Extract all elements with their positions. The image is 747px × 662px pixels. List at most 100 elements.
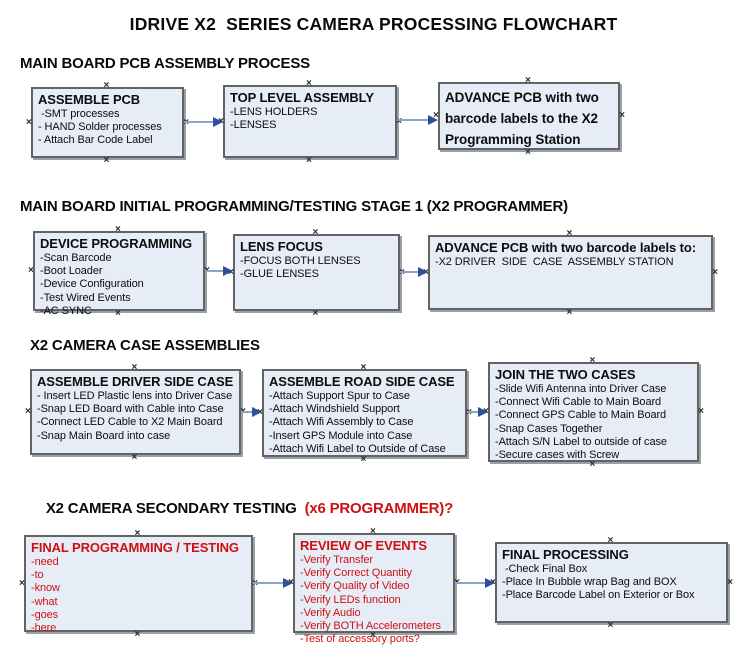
- box-items: -Check Final Box-Place In Bubble wrap Ba…: [502, 563, 722, 603]
- connector-handle-bottom: ×: [306, 155, 312, 166]
- box-item: -Verify Transfer: [300, 554, 373, 566]
- box-items: -need-to-know-what-goes-here: [31, 556, 247, 635]
- connector-handle-top: ×: [566, 228, 573, 239]
- box-title: JOIN THE TWO CASES: [495, 367, 636, 382]
- box-item: -Snap Cases Together: [495, 422, 603, 435]
- box-item: -Place In Bubble wrap Bag and BOX: [502, 576, 677, 589]
- box-item: -Verify Correct Quantity: [300, 567, 412, 580]
- connector-handle-bottom: ×: [131, 452, 138, 463]
- connector-handle-top: ×: [103, 80, 110, 91]
- box-item: -need: [31, 556, 59, 568]
- section-heading-case-assemblies: X2 CAMERA CASE ASSEMBLIES: [30, 337, 260, 354]
- connector-handle-top: ×: [607, 535, 614, 546]
- connector-handle-top: ×: [589, 355, 596, 366]
- flow-box-lens-focus: LENS FOCUS -FOCUS BOTH LENSES-GLUE LENSE…: [228, 228, 405, 319]
- box-item: -Place Barcode Label on Exterior or Box: [502, 589, 695, 602]
- section-heading-pcb-assembly: MAIN BOARD PCB ASSEMBLY PROCESS: [20, 55, 310, 72]
- heading-text: X2 CAMERA SECONDARY TESTING: [45, 500, 305, 517]
- box-items: -Attach Support Spur to Case-Attach Wind…: [269, 390, 461, 456]
- flow-arrow: [467, 407, 488, 417]
- box-items: -Scan Barcode-Boot Loader-Device Configu…: [40, 252, 199, 318]
- connector-handle-top: ×: [312, 227, 319, 238]
- flow-box-review-of-events: REVIEW OF EVENTS -Verify Transfer-Verify…: [288, 527, 460, 646]
- box-item: -LENSES: [230, 119, 277, 132]
- connector-handle-bottom: ×: [360, 454, 367, 465]
- box-item: -what: [31, 595, 58, 608]
- heading-red-text: (x6 PROGRAMMER)?: [304, 500, 454, 517]
- connector-handle-left: ×: [19, 577, 25, 589]
- box-title: ADVANCE PCB with two barcode labels to:: [435, 240, 696, 255]
- connector-handle-bottom: ×: [607, 620, 614, 631]
- box-item: - Attach Bar Code Label: [38, 134, 153, 147]
- connector-handle-top: ×: [306, 78, 312, 89]
- box-items: -Verify Transfer-Verify Correct Quantity…: [300, 554, 449, 646]
- connector-handle-left: ×: [28, 265, 34, 276]
- flow-box-assemble-pcb: ASSEMBLE PCB -SMT processes- HAND Solder…: [26, 81, 189, 166]
- box-items: -LENS HOLDERS-LENSES: [230, 106, 391, 132]
- box-item: -Attach Windshield Support: [269, 403, 400, 416]
- connector-handle-left: ×: [26, 116, 32, 128]
- connector-handle-bottom: ×: [566, 307, 573, 318]
- box-items: -X2 DRIVER SIDE CASE ASSEMBLY STATION: [435, 256, 707, 269]
- box-item: -know: [31, 582, 60, 595]
- flow-box-join-the-two-cases: JOIN THE TWO CASES -Slide Wifi Antenna i…: [483, 356, 704, 470]
- box-item: -Connect Wifi Cable to Main Board: [495, 396, 662, 409]
- box-items: -Slide Wifi Antenna into Driver Case-Con…: [495, 383, 693, 462]
- box-item: -Scan Barcode: [40, 252, 112, 264]
- connector-handle-top: ×: [115, 224, 121, 235]
- box-item: - HAND Solder processes: [38, 121, 162, 134]
- box-title: REVIEW OF EVENTS: [300, 538, 427, 553]
- box-item: -Attach Wifi Assembly to Case: [269, 416, 414, 429]
- box-item: -Attach Support Spur to Case: [269, 390, 410, 402]
- box-item: -Attach S/N Label to outside of case: [495, 435, 667, 448]
- flow-box-final-programming-testing: FINAL PROGRAMMING / TESTING -need-to-kno…: [19, 529, 258, 640]
- connector-handle-top: ×: [525, 75, 531, 86]
- box-item: -goes: [31, 608, 59, 621]
- box-item: -Secure cases with Screw: [495, 449, 620, 462]
- box-item: -Insert GPS Module into Case: [269, 429, 413, 442]
- box-item: -Snap LED Board with Cable into Case: [37, 403, 224, 416]
- box-item: -Test Wired Events: [40, 291, 131, 304]
- flow-box-assemble-driver-side-case: ASSEMBLE DRIVER SIDE CASE - Insert LED P…: [25, 363, 246, 463]
- box-item: -LENS HOLDERS: [230, 106, 318, 118]
- box-item: -Snap Main Board into case: [37, 429, 171, 442]
- flow-box-final-processing: FINAL PROCESSING -Check Final Box-Place …: [490, 536, 733, 631]
- flow-box-assemble-road-side-case: ASSEMBLE ROAD SIDE CASE -Attach Support …: [257, 363, 472, 465]
- box-item: -Test of accessory ports?: [300, 633, 420, 646]
- page-title: IDRIVE X2 SERIES CAMERA PROCESSING FLOWC…: [129, 14, 618, 34]
- box-item: -Attach Wifi Label to Outside of Case: [269, 442, 446, 455]
- box-item: -Verify Audio: [300, 606, 361, 619]
- box-items: - Insert LED Plastic lens into Driver Ca…: [37, 390, 235, 443]
- box-item: -Verify BOTH Accelerometers: [300, 620, 441, 633]
- flow-box-top-level-assembly: TOP LEVEL ASSEMBLY -LENS HOLDERS-LENSES …: [218, 79, 402, 166]
- box-items: -FOCUS BOTH LENSES-GLUE LENSES: [240, 255, 394, 281]
- connector-handle-bottom: ×: [312, 308, 319, 319]
- box-title: LENS FOCUS: [240, 239, 323, 254]
- connector-handle-top: ×: [131, 362, 138, 373]
- box-item: -AC SYNC: [40, 304, 92, 317]
- box-item: -to: [31, 569, 44, 582]
- box-title: ASSEMBLE PCB: [38, 92, 141, 107]
- flow-arrow: [184, 117, 223, 127]
- box-title: FINAL PROCESSING: [502, 547, 629, 562]
- box-items: -SMT processes- HAND Solder processes- A…: [38, 108, 178, 148]
- box-title: ASSEMBLE ROAD SIDE CASE: [269, 374, 455, 389]
- box-title: DEVICE PROGRAMMING: [40, 236, 193, 251]
- box-title: FINAL PROGRAMMING / TESTING: [31, 540, 239, 555]
- section-heading-secondary-testing: X2 CAMERA SECONDARY TESTING (x6 PROGRAMM…: [30, 483, 453, 534]
- box-item: - Insert LED Plastic lens into Driver Ca…: [37, 390, 233, 402]
- connector-handle-right: ×: [727, 576, 733, 588]
- box-item: -here: [31, 622, 57, 635]
- flow-arrow: [253, 578, 293, 588]
- flow-arrow: [241, 407, 262, 417]
- box-item: -Verify LEDs function: [300, 593, 401, 606]
- box-item: -GLUE LENSES: [240, 268, 319, 281]
- section-heading-initial-programming: MAIN BOARD INITIAL PROGRAMMING/TESTING S…: [20, 198, 568, 215]
- box-item: -Boot Loader: [40, 265, 103, 278]
- connector-handle-left: ×: [25, 406, 31, 417]
- connector-handle-bottom: ×: [525, 147, 531, 158]
- flow-arrow: [455, 578, 495, 588]
- flow-box-advance-pcb-driver-side: ADVANCE PCB with two barcode labels to: …: [423, 229, 718, 318]
- box-title: ASSEMBLE DRIVER SIDE CASE: [37, 374, 234, 389]
